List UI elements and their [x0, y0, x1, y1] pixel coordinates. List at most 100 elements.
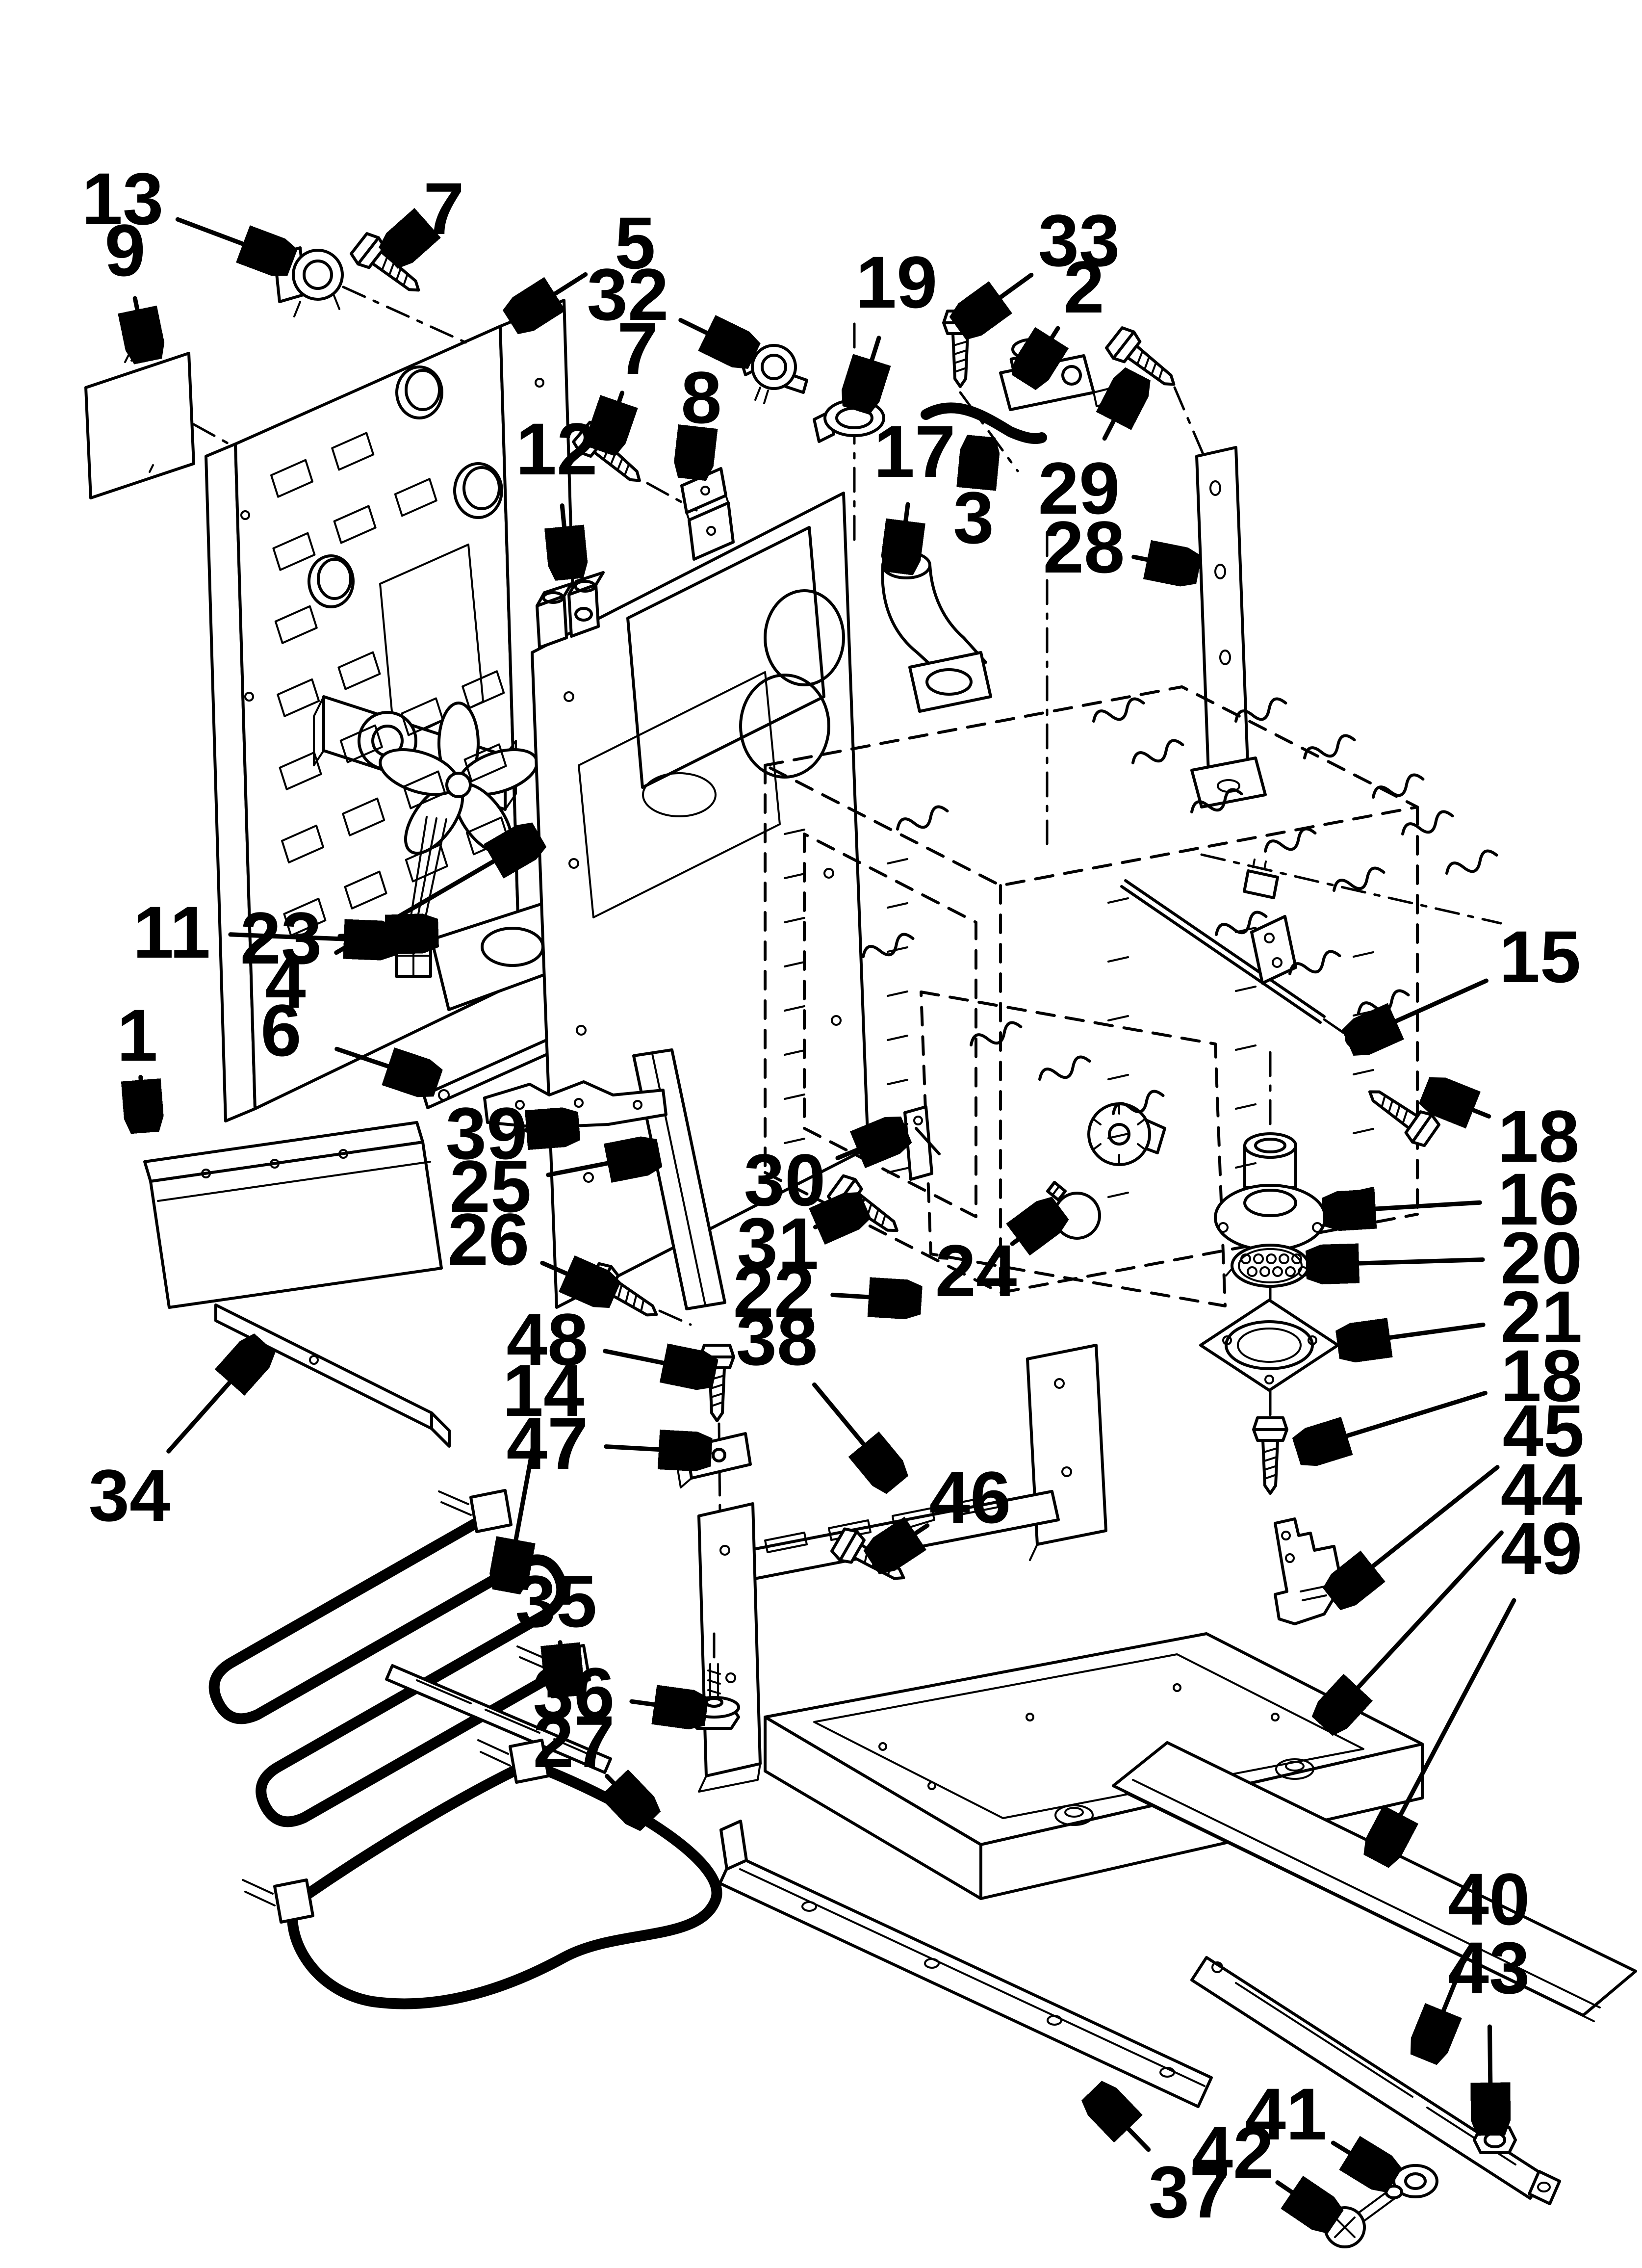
front-top-rail — [143, 1121, 443, 1309]
callout-5-rear-panel: 5 — [514, 202, 656, 320]
callout-8-shield-bracket: 8 — [681, 356, 722, 475]
callout-9-access-cover: 9 — [104, 209, 147, 357]
callout-33-screw: 33 — [961, 199, 1120, 326]
callout-arrow — [540, 1263, 611, 1293]
callout-35-support-rail: 35 — [515, 1560, 597, 1693]
callout-18-screw: 18 — [1301, 1334, 1582, 1450]
callout-arrow — [816, 1207, 862, 1227]
callout-arrow — [175, 217, 288, 261]
callout-arrow — [135, 296, 147, 357]
callout-number: 46 — [929, 1456, 1011, 1538]
vent-flange — [1214, 1132, 1327, 1251]
callout-43-nut: 43 — [1448, 1927, 1530, 2131]
callout-36-leveling-foot: 36 — [533, 1652, 702, 1735]
callout-number: 13 — [82, 157, 164, 240]
callout-number: 49 — [1501, 1507, 1583, 1590]
callout-number: 18 — [1498, 1095, 1580, 1177]
callout-arrow — [1428, 1092, 1491, 1117]
side-support-bracket — [1190, 446, 1267, 808]
callout-22-insulation-panel: 22 — [733, 1250, 917, 1332]
insulation-texture — [861, 696, 1499, 1121]
callout-number: 28 — [1043, 506, 1125, 588]
callout-16-vent-flange: 16 — [1327, 1158, 1579, 1240]
callout-number: 16 — [1498, 1158, 1580, 1240]
callout-arrow — [830, 1295, 917, 1300]
callout-arrow — [1104, 378, 1136, 441]
support-bracket-45 — [1274, 1517, 1343, 1625]
callout-number: 9 — [104, 209, 145, 291]
callout-number: 8 — [681, 356, 721, 439]
callout-arrow — [1489, 2024, 1491, 2131]
callout-25-support-channel: 25 — [450, 1145, 655, 1227]
screw-18b — [1254, 1418, 1287, 1493]
screw-7a — [349, 231, 429, 303]
callout-number: 23 — [240, 897, 322, 979]
clip-bracket — [675, 1432, 752, 1488]
callout-arrow — [1275, 2183, 1332, 2219]
callout-arrow — [1325, 1530, 1504, 1723]
shield-bracket — [680, 467, 735, 561]
callout-arrow — [141, 1075, 145, 1129]
callout-number: 38 — [736, 1298, 818, 1381]
callout-arrow — [693, 432, 697, 475]
callout-arrow — [1335, 1465, 1500, 1596]
callout-number: 33 — [1038, 199, 1120, 282]
callout-number: 11 — [133, 891, 211, 973]
screw-26 — [584, 1260, 692, 1329]
callout-number: 19 — [856, 241, 938, 323]
callout-arrow — [507, 1446, 533, 1588]
callout-14-broil-element: 14 — [503, 1349, 584, 1588]
callout-23-wedge-bracket: 23 — [240, 897, 434, 979]
callout-20-vent-cap: 20 — [1310, 1217, 1582, 1299]
callout-number: 31 — [737, 1202, 819, 1285]
callout-30-switch: 30 — [744, 1131, 902, 1221]
callout-number: 2 — [1063, 246, 1104, 328]
callout-number: 17 — [874, 410, 956, 493]
callout-number: 7 — [617, 307, 658, 390]
callout-number: 22 — [733, 1250, 815, 1332]
callout-arrow — [1425, 1951, 1469, 2056]
callout-arrow — [546, 1154, 655, 1175]
callout-number: 41 — [1245, 2073, 1327, 2155]
callout-17-vent-duct: 17 — [874, 410, 956, 569]
callout-number: 47 — [507, 1402, 589, 1485]
nut — [1473, 2126, 1517, 2154]
screw-18a — [1360, 1078, 1441, 1149]
callout-48-screw: 48 — [507, 1298, 711, 1381]
latch-arm — [921, 402, 1047, 444]
callout-6-trim-strip: 6 — [260, 989, 434, 1082]
callout-number: 4 — [265, 941, 306, 1023]
callout-7-screw: 7 — [391, 167, 464, 255]
callout-arrow — [1352, 978, 1488, 1041]
drawer-front-panel — [1112, 1741, 1637, 2022]
callout-34-heat-deflector: 34 — [89, 1346, 262, 1537]
callout-31-screw: 31 — [737, 1202, 861, 1285]
heat-deflector — [214, 1303, 451, 1448]
callout-1-front-top-rail: 1 — [117, 994, 157, 1128]
callout-number: 39 — [446, 1092, 528, 1174]
callout-number: 5 — [615, 202, 655, 284]
callout-number: 7 — [423, 167, 464, 250]
vent-duct — [881, 551, 992, 713]
callout-3-latch-arm: 3 — [953, 441, 994, 559]
callout-arrow — [337, 933, 434, 936]
callout-number: 45 — [1503, 1389, 1585, 1472]
callout-45-support-bracket: 45 — [1335, 1389, 1584, 1596]
callout-arrow — [1331, 2143, 1391, 2178]
callout-number: 12 — [516, 408, 598, 490]
callout-arrow — [1342, 1325, 1486, 1344]
callout-arrow — [228, 935, 392, 941]
bake-element — [242, 1739, 722, 2009]
callout-number: 26 — [448, 1198, 530, 1280]
callout-arrow — [1301, 1390, 1488, 1450]
drawer-front-rail — [718, 1820, 1213, 2108]
shoulder-screw — [1324, 2185, 1403, 2248]
callout-39-rear-support: 39 — [446, 1092, 575, 1174]
callout-38-support-frame: 38 — [736, 1298, 895, 1482]
callout-number: 36 — [533, 1652, 615, 1735]
callout-number: 29 — [1038, 447, 1120, 529]
vent-cap — [1225, 1244, 1315, 1288]
callout-arrow — [1131, 557, 1195, 569]
callout-arrow — [604, 1447, 707, 1452]
gasket-plate — [1199, 1299, 1339, 1392]
